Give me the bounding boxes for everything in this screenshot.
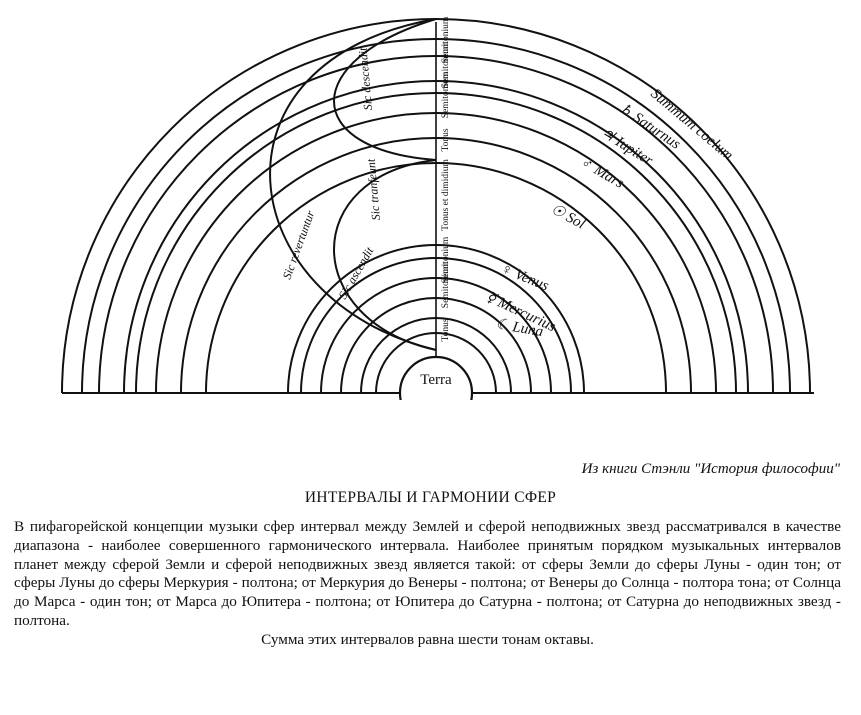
spiral-inner-arc	[333, 18, 437, 351]
body-last-line: Сумма этих интервалов равна шести тонам …	[261, 630, 594, 648]
planet-labels: ☾ Luna☿ Mercurius♀ Venus☉ Sol♂ Mars♃ Iup…	[483, 86, 736, 340]
interval-label: Semitonium	[441, 71, 451, 118]
spiral-curve	[269, 18, 437, 351]
interval-label: Tonus	[441, 318, 451, 341]
spiral-outer-arc	[269, 18, 437, 351]
interval-label: Semitonium	[441, 16, 451, 63]
curve-label: Sic descendit	[355, 46, 374, 111]
interval-label: Semitonium	[441, 261, 451, 308]
interval-label: Semitonium	[441, 236, 451, 283]
planet-label: ☉ Sol	[548, 201, 588, 232]
page-heading: ИНТЕРВАЛЫ И ГАРМОНИИ СФЕР	[304, 489, 557, 506]
interval-label: Tonus et dimidium	[441, 159, 451, 231]
interval-label: Tonus	[441, 128, 451, 151]
body-paragraph: В пифагорейской концепции музыки сфер ин…	[14, 518, 841, 629]
body-text: В пифагорейской концепции музыки сфер ин…	[14, 518, 841, 650]
earth-globe	[398, 355, 474, 400]
book-credit: Из книги Стэнли "История философии"	[581, 461, 840, 477]
interval-label: Semitonium	[441, 41, 451, 88]
curve-label: Sic tranfeunt	[364, 158, 383, 221]
earth-label: Terra	[420, 372, 452, 388]
curve-label: Sic ascendit	[335, 244, 376, 302]
planet-label: ♀ Venus	[499, 261, 551, 295]
